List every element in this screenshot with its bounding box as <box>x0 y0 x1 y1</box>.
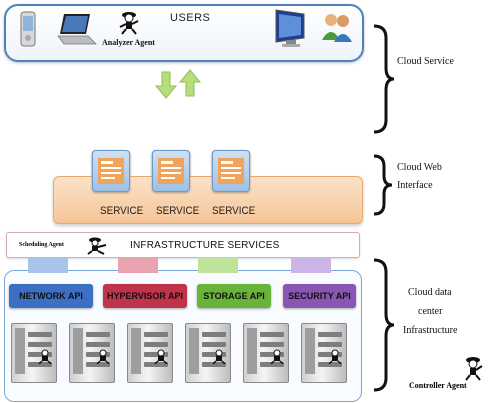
network-api-label: NETWORK API <box>19 291 83 301</box>
controller-agent-icon <box>154 349 168 364</box>
analyzer-agent-icon <box>119 12 139 35</box>
cloud-web-label-1: Cloud Web <box>397 162 442 173</box>
hypervisor-api-label: HYPERVISOR API <box>106 291 184 301</box>
infrastructure-services-title: INFRASTRUCTURE SERVICES <box>130 240 280 251</box>
storage-api-box: STORAGE API <box>197 284 271 308</box>
service-label-3: SERVICE <box>212 205 256 217</box>
network-api-box: NETWORK API <box>9 284 93 308</box>
network-api-connector <box>28 257 68 273</box>
scheduling-agent-icon <box>87 237 107 255</box>
brace-cloud-web-interface <box>373 154 393 216</box>
controller-agent-label: Controller Agent <box>409 381 467 390</box>
hypervisor-api-box: HYPERVISOR API <box>103 284 187 308</box>
dc-label-1: Cloud data <box>408 287 452 298</box>
server-icon <box>301 323 347 383</box>
dc-label-3: Infrastructure <box>403 325 458 336</box>
controller-agent-icon <box>270 349 284 364</box>
scheduling-agent-label: Scheduling Agent <box>19 242 64 248</box>
mobile-phone-icon <box>20 11 36 47</box>
controller-agent-icon <box>328 349 342 364</box>
user-group-icon <box>322 14 352 42</box>
users-title: USERS <box>170 12 211 24</box>
dc-label-2: center <box>418 306 443 317</box>
security-api-connector <box>291 257 331 273</box>
storage-api-connector <box>198 257 238 273</box>
arrow-up-icon <box>178 69 202 97</box>
monitor-icon <box>275 9 305 47</box>
cloud-service-label: Cloud Service <box>397 56 454 67</box>
server-icon <box>185 323 231 383</box>
server-icon <box>69 323 115 383</box>
service-window-icon-1 <box>92 150 130 192</box>
controller-agent-icon <box>38 349 52 364</box>
brace-data-center <box>373 258 395 392</box>
controller-agent-icon <box>212 349 226 364</box>
server-icon <box>127 323 173 383</box>
brace-cloud-service <box>373 24 395 134</box>
security-api-box: SECURITY API <box>283 284 356 308</box>
service-label-2: SERVICE <box>156 205 200 217</box>
cloud-web-label-2: Interface <box>397 180 433 191</box>
analyzer-agent-label: Analyzer Agent <box>102 38 155 47</box>
hypervisor-api-connector <box>118 257 158 273</box>
security-api-label: SECURITY API <box>288 291 351 301</box>
controller-agent-icon <box>96 349 110 364</box>
arrow-down-icon <box>154 71 178 99</box>
laptop-icon <box>57 14 97 45</box>
server-icon <box>243 323 289 383</box>
service-window-icon-3 <box>212 150 250 192</box>
service-window-icon-2 <box>152 150 190 192</box>
infrastructure-services-bar <box>6 232 360 258</box>
controller-agent-figure-icon <box>465 357 483 381</box>
server-icon <box>11 323 57 383</box>
storage-api-label: STORAGE API <box>203 291 265 301</box>
service-label-1: SERVICE <box>100 205 144 217</box>
